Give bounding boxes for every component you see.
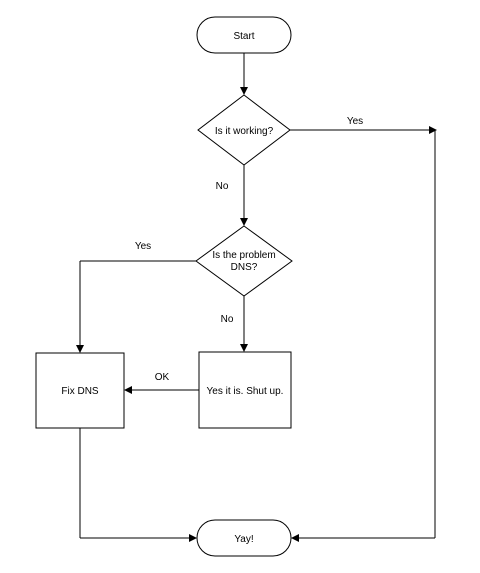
end-node xyxy=(196,519,292,557)
arrowhead-dns-yes xyxy=(76,345,84,353)
arrowhead-start-to-working xyxy=(240,87,248,95)
process-yes-it-is-shut-up-label: Yes it is. Shut up. xyxy=(207,386,284,397)
process-fix-dns-label: Fix DNS xyxy=(61,386,99,397)
edge-dns-no-label: No xyxy=(221,314,234,325)
arrowhead-dns-no xyxy=(240,344,248,352)
process-yes-it-is-shut-up xyxy=(198,351,292,429)
edge-working-no-label: No xyxy=(216,181,229,192)
edge-working-yes-label: Yes xyxy=(347,116,363,127)
arrowhead-shutup-to-fix xyxy=(124,386,132,394)
process-fix-dns xyxy=(35,352,125,429)
decision-is-the-problem-dns xyxy=(195,225,293,297)
decision-is-it-working-label: Is it working? xyxy=(215,126,274,137)
end-label: Yay! xyxy=(234,534,253,545)
arrowhead-fix-to-yay xyxy=(189,534,197,542)
arrowhead-working-no xyxy=(240,218,248,226)
start-label: Start xyxy=(233,31,254,42)
arrowhead-right-to-yay xyxy=(291,534,299,542)
decision-dns-label-line1: Is the problem xyxy=(212,250,275,261)
arrowhead-working-yes xyxy=(429,126,437,134)
edge-dns-yes-label: Yes xyxy=(135,241,151,252)
edge-shutup-to-fix-label: OK xyxy=(155,372,170,383)
decision-dns-label-line2: DNS? xyxy=(231,262,258,273)
